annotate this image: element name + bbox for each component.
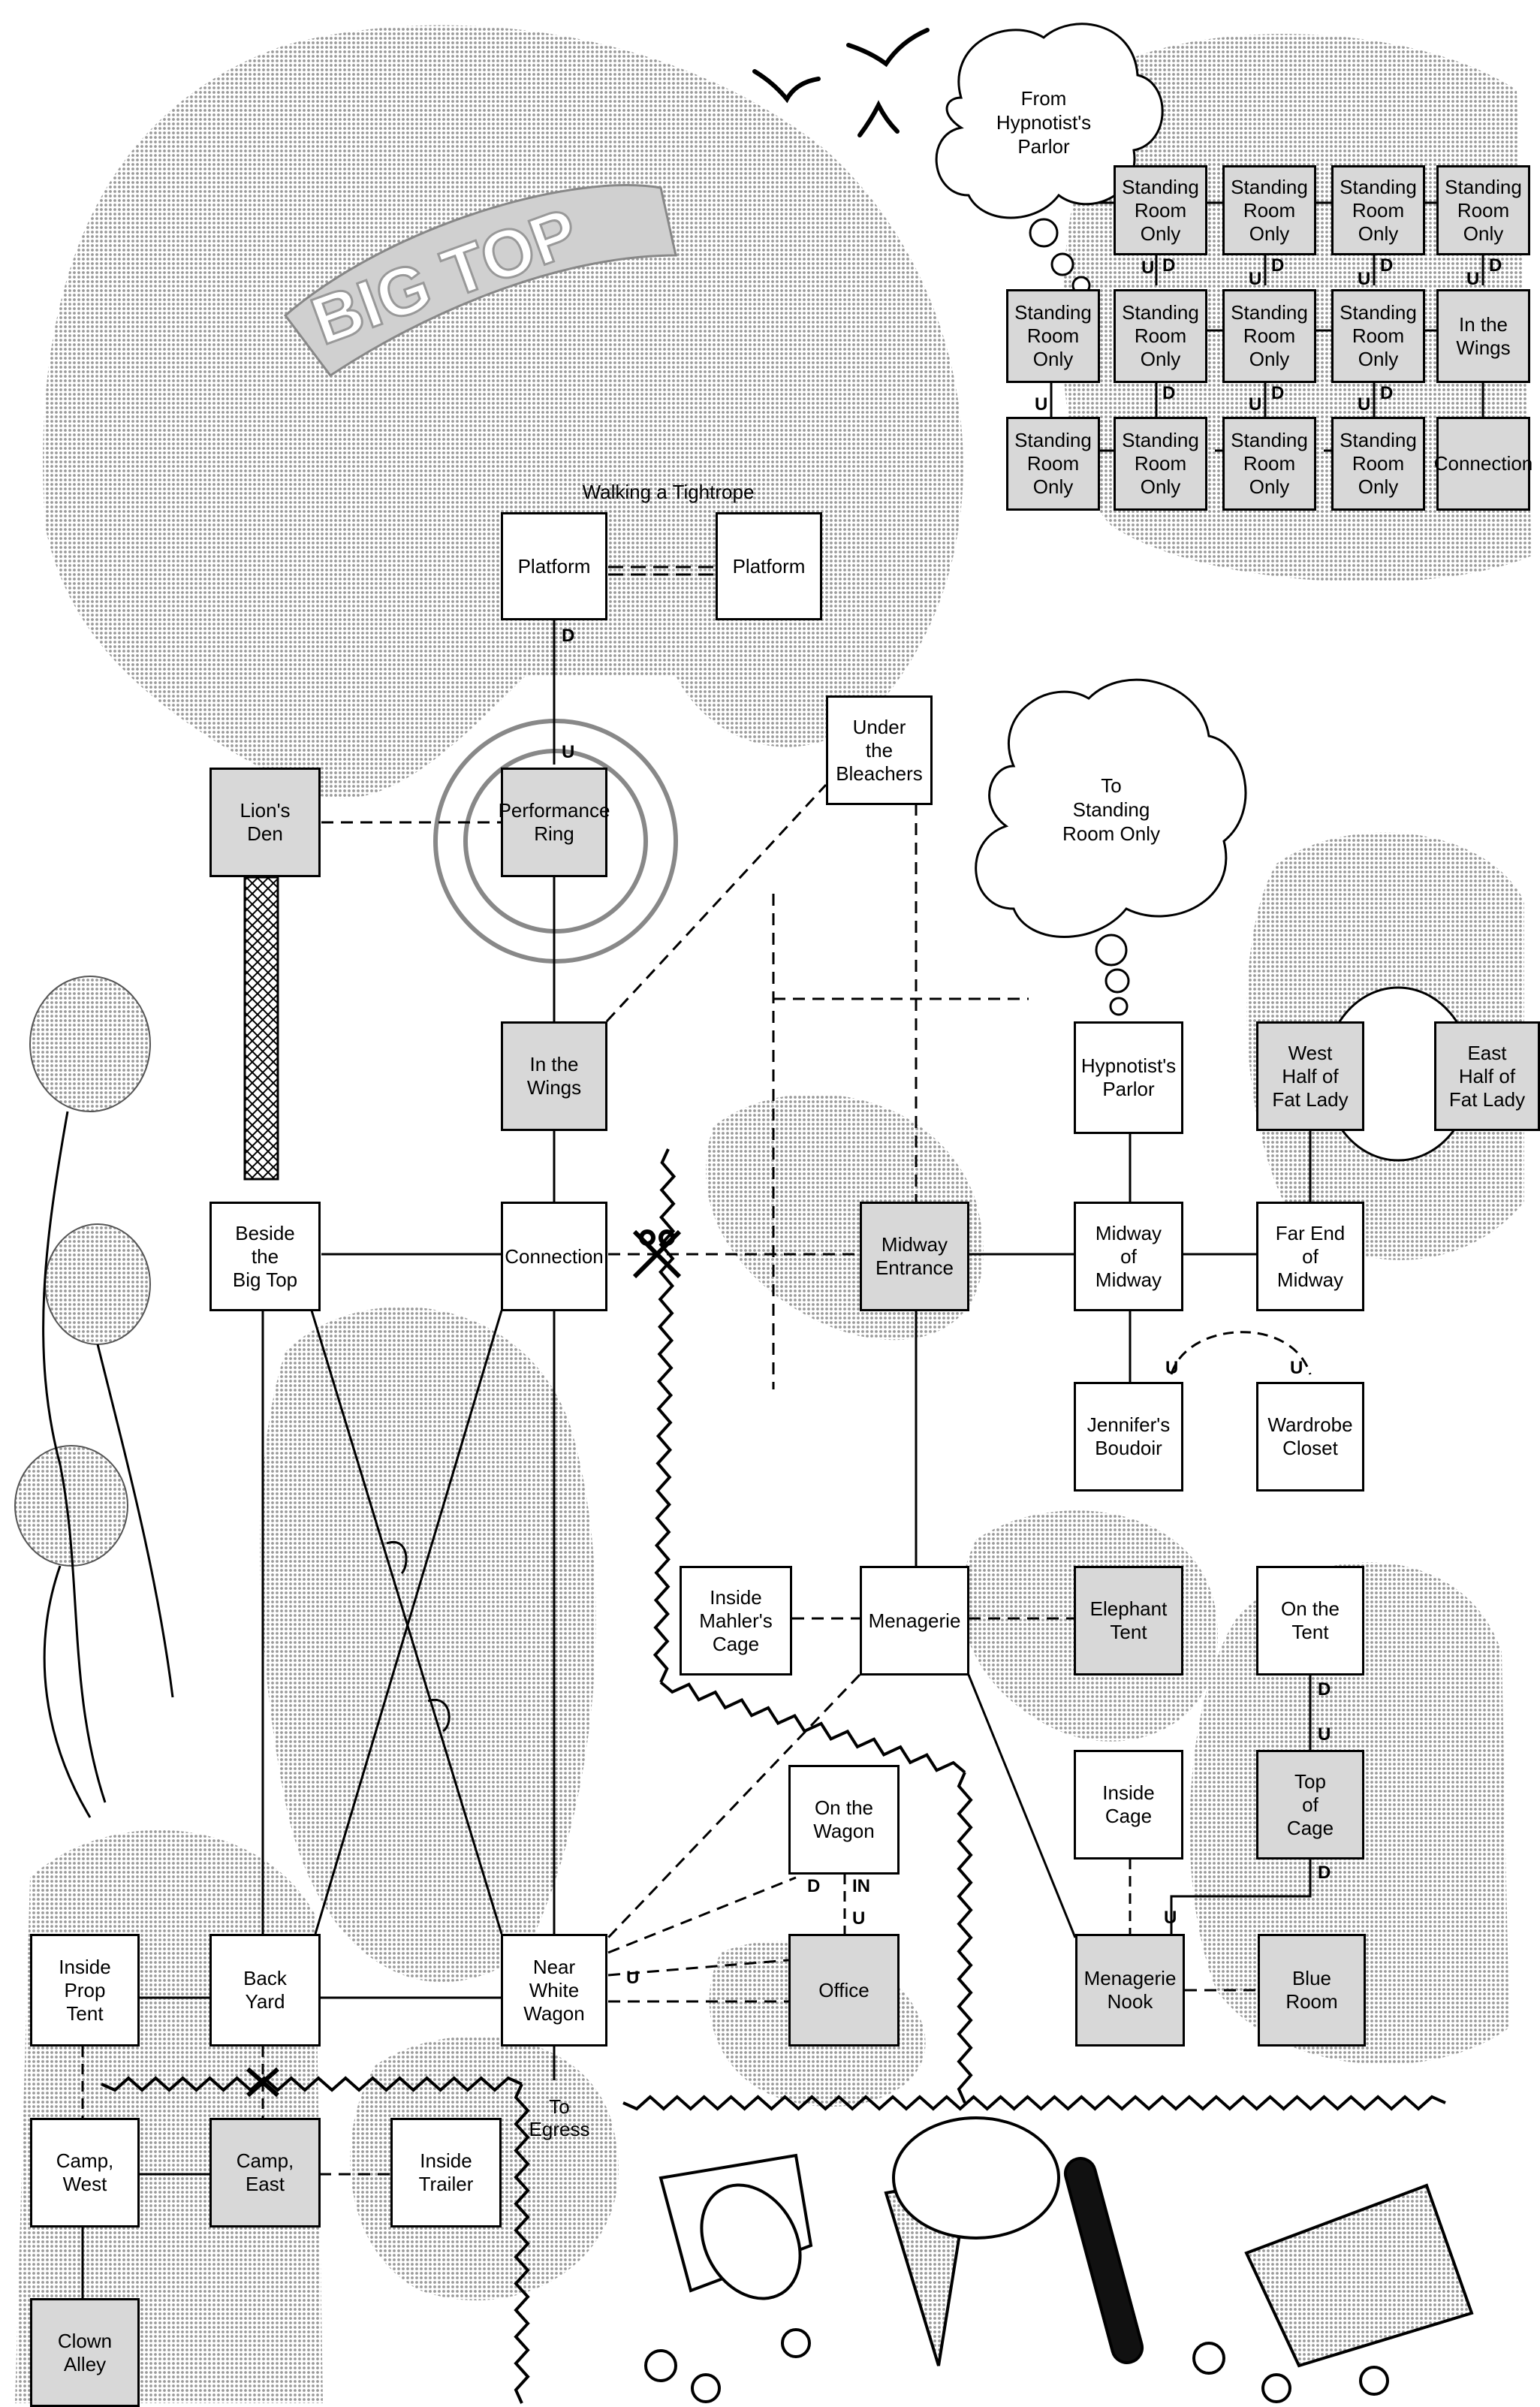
room-sro-r1-c4[interactable]: Standing Room Only — [1436, 165, 1530, 255]
dir-d-top-cage: D — [1318, 1864, 1331, 1882]
room-on-the-wagon[interactable]: On the Wagon — [788, 1765, 900, 1875]
room-sro-r1-c3[interactable]: Standing Room Only — [1331, 165, 1425, 255]
room-west-half-fat-lady[interactable]: West Half of Fat Lady — [1256, 1021, 1364, 1131]
dir-u-nook: U — [1164, 1909, 1177, 1927]
room-blue-room[interactable]: Blue Room — [1258, 1934, 1366, 2047]
room-far-end-of-midway[interactable]: Far End of Midway — [1256, 1202, 1364, 1311]
room-sro-r3-c1[interactable]: Standing Room Only — [1006, 417, 1100, 511]
dir-d-sro-2: D — [1271, 257, 1284, 275]
snacks-art — [646, 2118, 1472, 2402]
room-sro-in-the-wings[interactable]: In the Wings — [1436, 289, 1530, 383]
room-sro-r3-c2[interactable]: Standing Room Only — [1114, 417, 1207, 511]
room-sro-r1-c1[interactable]: Standing Room Only — [1114, 165, 1207, 255]
dir-d-on-tent: D — [1318, 1681, 1331, 1699]
dir-d-sro-3: D — [1380, 257, 1393, 275]
room-top-of-cage[interactable]: Top of Cage — [1256, 1750, 1364, 1860]
dir-u-jennifer: U — [1165, 1359, 1178, 1377]
room-sro-r2-c3[interactable]: Standing Room Only — [1222, 289, 1316, 383]
dir-in-wagon: IN — [852, 1878, 870, 1896]
room-under-bleachers[interactable]: Under the Bleachers — [826, 695, 933, 805]
dir-u-office: U — [852, 1910, 865, 1928]
dir-u-sro-7: U — [1358, 396, 1370, 414]
room-sro-r2-c2[interactable]: Standing Room Only — [1114, 289, 1207, 383]
room-inside-prop-tent[interactable]: Inside Prop Tent — [30, 1934, 140, 2047]
room-inside-trailer[interactable]: Inside Trailer — [390, 2118, 502, 2228]
room-connection[interactable]: Connection — [501, 1202, 607, 1311]
room-clown-alley[interactable]: Clown Alley — [30, 2298, 140, 2407]
room-jennifers-boudoir[interactable]: Jennifer's Boudoir — [1074, 1382, 1183, 1492]
dir-d-platform: D — [562, 627, 574, 645]
dir-u-near-white-wagon: U — [626, 1969, 639, 1987]
room-camp-west[interactable]: Camp, West — [30, 2118, 140, 2228]
room-on-the-tent[interactable]: On the Tent — [1256, 1566, 1364, 1676]
room-back-yard[interactable]: Back Yard — [209, 1934, 321, 2047]
room-sro-r3-c4[interactable]: Standing Room Only — [1331, 417, 1425, 511]
room-sro-connection[interactable]: Connection — [1436, 417, 1530, 511]
dir-d-wagon: D — [807, 1878, 820, 1896]
room-office[interactable]: Office — [788, 1934, 900, 2047]
cloud-from-hypnotist: From Hypnotist's Parlor — [946, 86, 1141, 158]
room-inside-cage[interactable]: Inside Cage — [1074, 1750, 1183, 1860]
dir-u-sro-6: U — [1249, 396, 1261, 414]
cloud-to-standing-room: To Standing Room Only — [999, 774, 1224, 846]
dir-d-sro-7: D — [1380, 385, 1393, 403]
room-in-the-wings[interactable]: In the Wings — [501, 1021, 607, 1131]
room-menagerie[interactable]: Menagerie — [860, 1566, 969, 1676]
dir-u-sro-2: U — [1249, 270, 1261, 288]
dir-u-sro-3: U — [1358, 270, 1370, 288]
dir-d-sro-5: D — [1162, 385, 1175, 403]
room-midway-of-midway[interactable]: Midway of Midway — [1074, 1202, 1183, 1311]
to-egress-label: To Egress — [518, 2095, 601, 2140]
room-platform-1[interactable]: Platform — [501, 512, 607, 620]
room-lions-den[interactable]: Lion's Den — [209, 768, 321, 877]
room-beside-big-top[interactable]: Beside the Big Top — [209, 1202, 321, 1311]
dir-u-wardrobe: U — [1290, 1359, 1303, 1377]
room-near-white-wagon[interactable]: Near White Wagon — [501, 1934, 607, 2047]
room-sro-r2-c4[interactable]: Standing Room Only — [1331, 289, 1425, 383]
room-elephant-tent[interactable]: Elephant Tent — [1074, 1566, 1183, 1676]
room-sro-r2-c1[interactable]: Standing Room Only — [1006, 289, 1100, 383]
room-performance-ring[interactable]: Performance Ring — [501, 768, 607, 877]
room-sro-r1-c2[interactable]: Standing Room Only — [1222, 165, 1316, 255]
room-camp-east[interactable]: Camp, East — [209, 2118, 321, 2228]
room-east-half-fat-lady[interactable]: East Half of Fat Lady — [1434, 1021, 1540, 1131]
room-hypnotists-parlor[interactable]: Hypnotist's Parlor — [1074, 1021, 1183, 1134]
room-menagerie-nook[interactable]: Menagerie Nook — [1075, 1934, 1185, 2047]
dir-u-performance: U — [562, 744, 574, 762]
balloons-art — [15, 976, 173, 1817]
room-midway-entrance[interactable]: Midway Entrance — [860, 1202, 969, 1311]
tightrope-label: Walking a Tightrope — [556, 481, 781, 503]
dir-d-sro-4: D — [1489, 257, 1502, 275]
dir-d-sro-6: D — [1271, 385, 1284, 403]
dir-u-sro-5: U — [1035, 396, 1047, 414]
dir-u-sro-4: U — [1466, 270, 1479, 288]
dir-u-sro-1: U — [1141, 259, 1154, 277]
dir-u-top-cage: U — [1318, 1726, 1331, 1744]
room-wardrobe-closet[interactable]: Wardrobe Closet — [1256, 1382, 1364, 1492]
room-inside-mahlers-cage[interactable]: Inside Mahler's Cage — [680, 1566, 792, 1676]
dir-d-sro-1: D — [1162, 257, 1175, 275]
room-platform-2[interactable]: Platform — [716, 512, 822, 620]
room-sro-r3-c3[interactable]: Standing Room Only — [1222, 417, 1316, 511]
